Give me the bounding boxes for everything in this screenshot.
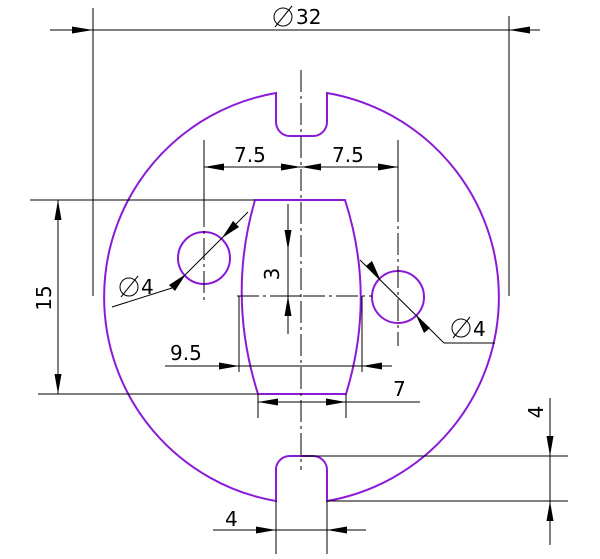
arrow-95-left [219,362,239,370]
label-bottom-width: 9.5 [170,341,202,365]
leader-shelf-hole-left [111,287,173,308]
arrow-75-left [204,163,224,171]
arrow-15-bottom [54,374,62,394]
diameter-symbol-hole-right [451,316,471,339]
arrow-slot-depth-bottom [546,501,554,521]
arrow-3-top [284,230,292,250]
label-slot-depth: 4 [524,406,548,419]
label-slot-width: 4 [225,507,238,531]
arrow-hole-left-top [222,221,239,238]
diameter-symbol-hole-left [119,275,139,298]
arrow-slot-depth-top [546,436,554,456]
diameter-symbol-32 [273,5,293,28]
arrow-75-mid-left [281,163,301,171]
arrow-dia32-left [72,26,93,34]
label-center-offset: 3 [260,268,284,281]
arrow-7-right [326,398,346,406]
arrow-7-left [258,398,278,406]
arrow-dia32-right [509,26,530,34]
leader-hole-right [359,259,445,344]
label-height: 15 [32,285,56,310]
label-right-offset: 7.5 [332,143,364,167]
arrow-slot-width-right [327,526,347,534]
arrow-hole-right-top [366,261,380,279]
arrow-75-right [378,163,398,171]
arrow-hole-right-bottom [416,315,430,333]
label-dia32: 32 [296,5,321,29]
label-bottom-inner: 7 [393,377,406,401]
label-left-offset: 7.5 [234,143,266,167]
label-hole-right: 4 [473,317,486,341]
arrow-75-mid-right [301,163,321,171]
arrow-hole-left-bottom [169,274,186,291]
arrow-3-bottom [284,296,292,316]
arrow-95-right [362,362,382,370]
arrow-slot-width-left [256,526,276,534]
label-hole-left: 4 [141,275,154,299]
arrow-15-top [54,200,62,220]
